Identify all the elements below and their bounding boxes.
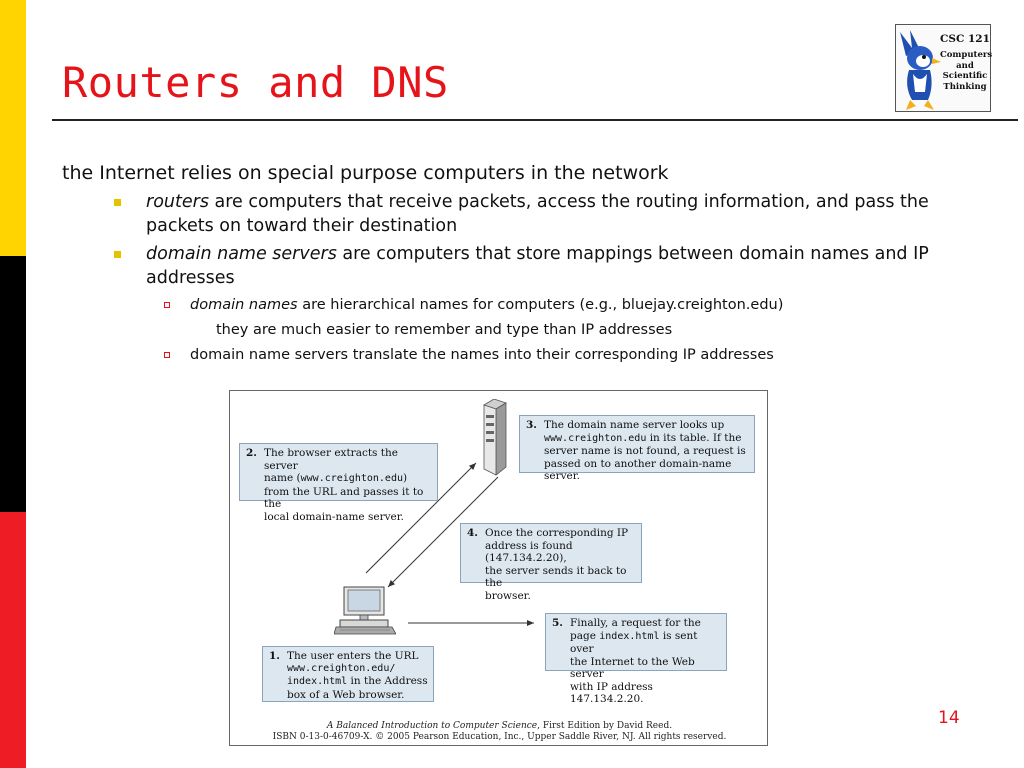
step-note-4: 4. Once the corresponding IP address is … xyxy=(460,523,642,602)
arrow-server-to-browser xyxy=(387,476,499,588)
figure-credit-line-2: ISBN 0-13-0-46709-X. © 2005 Pearson Educ… xyxy=(272,732,727,742)
sub-bullet-text: are hierarchical names for computers (e.… xyxy=(297,297,784,313)
step-note-2: 2. The browser extracts the server name … xyxy=(239,443,438,523)
bullet-text: are computers that store mappings betwee… xyxy=(146,244,929,288)
bullet-term: domain name servers xyxy=(146,244,337,264)
sub-bullet-domain-names: domain names are hierarchical names for … xyxy=(62,294,962,316)
figure-credit-line-1: A Balanced Introduction to Computer Scie… xyxy=(326,721,673,731)
logo-subtitle: Computers and Scientific Thinking xyxy=(940,50,993,92)
bullet-routers: routers are computers that receive packe… xyxy=(62,190,962,238)
side-stripe-yellow xyxy=(0,0,26,256)
step-note-3: 3. The domain name server looks up www.c… xyxy=(519,415,755,482)
bullet-term: routers xyxy=(146,192,209,212)
side-stripe-black xyxy=(0,256,26,512)
step-note-1: 1. The user enters the URL www.creighton… xyxy=(262,646,434,702)
slide-body: the Internet relies on special purpose c… xyxy=(62,160,962,369)
bluejay-mascot-icon xyxy=(900,30,941,110)
course-logo: CSC 121 Computers and Scientific Thinkin… xyxy=(895,24,993,112)
bullet-text: are computers that receive packets, acce… xyxy=(146,192,929,236)
page-number: 14 xyxy=(938,708,960,728)
figure-arrows xyxy=(365,462,534,626)
logo-course-code: CSC 121 xyxy=(940,33,990,45)
bullet-square-icon xyxy=(114,199,121,206)
title-divider xyxy=(52,119,1018,121)
hollow-square-bullet-icon xyxy=(164,352,170,358)
sub-bullet-text: domain name servers translate the names … xyxy=(190,347,774,363)
sub-bullet-term: domain names xyxy=(190,297,298,313)
sub-bullet-continuation: they are much easier to remember and typ… xyxy=(216,322,673,338)
bullet-dns: domain name servers are computers that s… xyxy=(62,242,962,290)
hollow-square-bullet-icon xyxy=(164,302,170,308)
bullet-square-icon xyxy=(114,251,121,258)
server-tower-icon xyxy=(483,399,507,476)
sub-bullet-translation: domain name servers translate the names … xyxy=(62,344,962,366)
intro-text: the Internet relies on special purpose c… xyxy=(62,162,669,184)
step-note-5: 5. Finally, a request for the page index… xyxy=(545,613,727,705)
dns-lookup-figure: 1. The user enters the URL www.creighton… xyxy=(229,390,768,746)
slide-title: Routers and DNS xyxy=(62,58,449,107)
arrow-browser-to-server xyxy=(365,462,477,574)
side-stripe-red xyxy=(0,512,26,768)
desktop-computer-icon xyxy=(334,586,396,635)
